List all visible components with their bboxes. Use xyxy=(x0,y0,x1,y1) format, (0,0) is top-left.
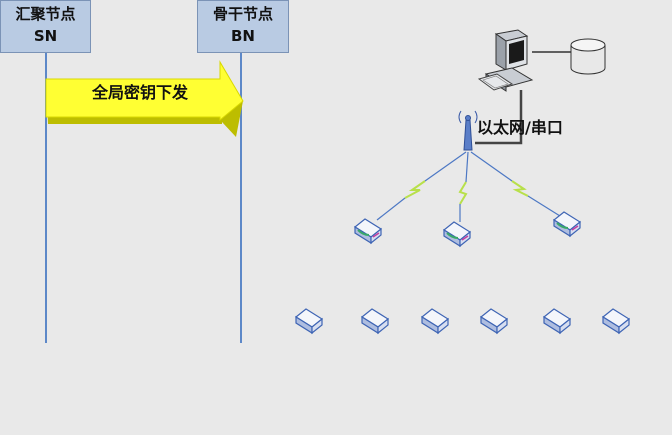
key-distribution-label: 全局密钥下发 xyxy=(91,83,188,102)
ethernet-cable xyxy=(475,90,523,145)
sensor-node-icon xyxy=(543,308,571,334)
backbone-node-abbr: BN xyxy=(231,27,255,45)
sensor-node-icon xyxy=(553,211,581,237)
pc-icon xyxy=(477,29,534,92)
sensor-node-icon xyxy=(602,308,630,334)
sink-node-abbr: SN xyxy=(33,27,58,45)
sensor-node-icon xyxy=(295,308,323,334)
network-label: 以太网/串口 xyxy=(477,118,563,137)
sink-node-lifeline xyxy=(45,53,47,343)
sink-node-box: 汇聚节点 SN xyxy=(0,0,91,53)
sink-node-name: 汇聚节点 xyxy=(15,5,76,23)
backbone-node-name: 骨干节点 xyxy=(212,5,273,23)
broadcast-arrow xyxy=(45,60,244,137)
sensor-node-icon xyxy=(443,221,471,247)
wireless-link-icon xyxy=(376,151,561,222)
sensor-node-icon xyxy=(361,308,389,334)
backbone-node-box: 骨干节点 BN xyxy=(197,0,289,53)
sensor-node-icon xyxy=(480,308,508,334)
database-icon xyxy=(570,38,606,75)
backbone-node-lifeline xyxy=(240,53,242,343)
antenna-icon xyxy=(458,110,478,151)
sensor-node-icon xyxy=(354,218,382,244)
sensor-node-icon xyxy=(421,308,449,334)
